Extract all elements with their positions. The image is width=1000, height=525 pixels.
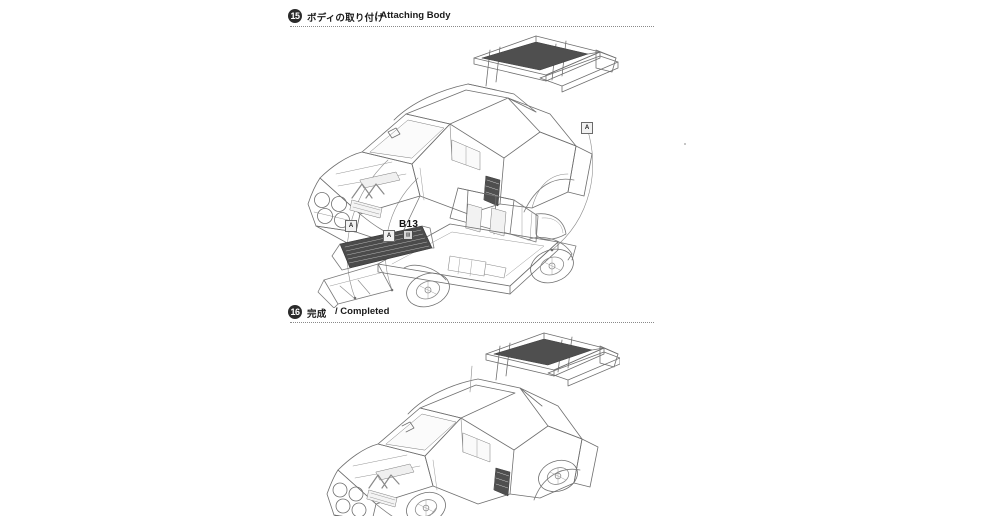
exploded-view-illustration-15 [300,28,720,308]
step-number-badge: 15 [288,9,302,23]
section-title-japanese: 完成 [307,309,327,320]
assembly-marker-a-left: A [345,220,357,232]
part-callout-label: B13 [399,219,419,230]
section-title-english: / Attaching Body [375,10,450,21]
completed-car-drawing [326,332,620,516]
section-title-english-text: Attaching Body [380,10,451,21]
part-callout-icon: ▨ [403,230,413,240]
section-title-japanese: ボディの取り付け [307,13,384,24]
section-divider-line [290,25,654,27]
section-15-header: 15 ボディの取り付け / Attaching Body [288,8,654,28]
section-title-separator: / [375,10,378,21]
assembly-marker-a-right: A [581,122,593,134]
completed-model-illustration-16 [320,326,620,516]
print-speck [684,143,686,145]
section-16: 16 完成 / Completed [0,304,1000,324]
section-15: 15 ボディの取り付け / Attaching Body [0,8,1000,28]
car-body-shell-drawing [307,35,619,251]
section-title-separator: / [335,306,338,317]
assembly-marker-a-mid: A [383,230,395,242]
step-number-badge: 16 [288,305,302,319]
section-divider-line [290,321,654,323]
section-title-english: / Completed [335,306,389,317]
section-title-english-text: Completed [340,306,390,317]
section-16-header: 16 完成 / Completed [288,304,654,324]
